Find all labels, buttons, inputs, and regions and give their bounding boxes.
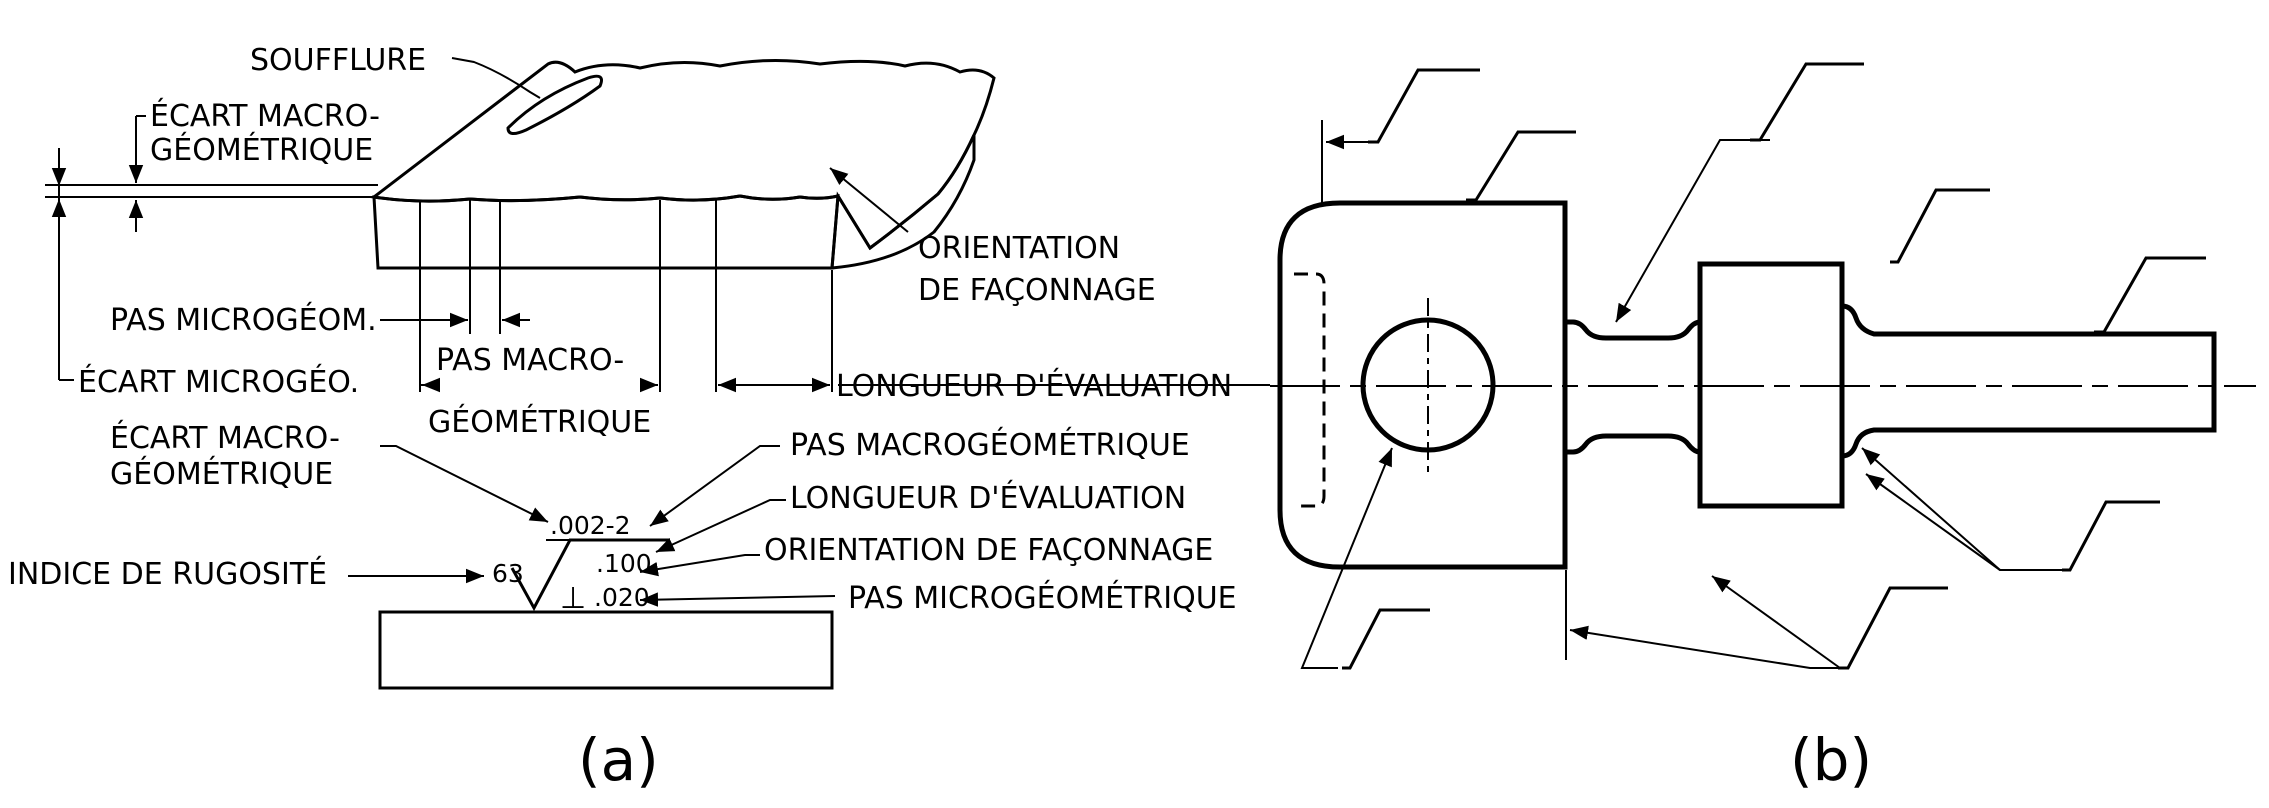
label-pas-macrogeometrique: PAS MACROGÉOMÉTRIQUE (790, 427, 1190, 463)
label-pas-microgeometrique: PAS MICROGÉOMÉTRIQUE (848, 580, 1237, 616)
label-pas-microgeom: PAS MICROGÉOM. (110, 302, 377, 338)
figure-b: (b) (1270, 62, 2256, 794)
block-front-face (372, 194, 840, 270)
label-indice-rugosite: INDICE DE RUGOSITÉ (8, 556, 327, 592)
blowhole-flaw (506, 74, 603, 135)
value-micro-step: .020 (594, 583, 650, 612)
surface-symbols-b (1342, 62, 2206, 670)
label-pas-macro-line1: PAS MACRO- (436, 343, 624, 378)
label-longueur-evaluation-b: LONGUEUR D'ÉVALUATION (790, 480, 1186, 516)
label-ecart-macro-b-line1: ÉCART MACRO- (110, 420, 340, 456)
label-ecart-microgeo: ÉCART MICROGÉO. (78, 364, 359, 400)
extension-lines (419, 200, 833, 392)
value-waviness: .002-2 (550, 511, 631, 540)
block-top-face (370, 58, 996, 251)
label-orientation-faconnage: ORIENTATION DE FAÇONNAGE (764, 533, 1213, 568)
left-dimension-lines (45, 115, 378, 381)
caption-a: (a) (578, 726, 659, 794)
figure-a: SOUFFLURE ÉCART MACRO- GÉOMÉTRIQUE ORIEN… (8, 43, 1270, 794)
label-ecart-macro-line2: GÉOMÉTRIQUE (150, 132, 373, 168)
hidden-recess (1294, 272, 1326, 508)
section-bar (378, 610, 834, 690)
value-eval-length: .100 (596, 549, 652, 578)
label-ecart-macro-b-line2: GÉOMÉTRIQUE (110, 456, 333, 492)
caption-b: (b) (1790, 726, 1872, 794)
label-longueur-evaluation: LONGUEUR D'ÉVALUATION (836, 368, 1232, 404)
label-orientation-line1: ORIENTATION (918, 231, 1120, 266)
label-soufflure: SOUFFLURE (250, 43, 426, 78)
label-orientation-line2: DE FAÇONNAGE (918, 273, 1156, 308)
specimen-block (370, 58, 996, 270)
label-pas-macro-line2: GÉOMÉTRIQUE (428, 404, 651, 440)
label-ecart-macro-line1: ÉCART MACRO- (150, 98, 380, 134)
lay-symbol: ⊥ (560, 581, 586, 616)
value-roughness-index: 63 (492, 559, 524, 588)
block-right-face (830, 134, 976, 270)
